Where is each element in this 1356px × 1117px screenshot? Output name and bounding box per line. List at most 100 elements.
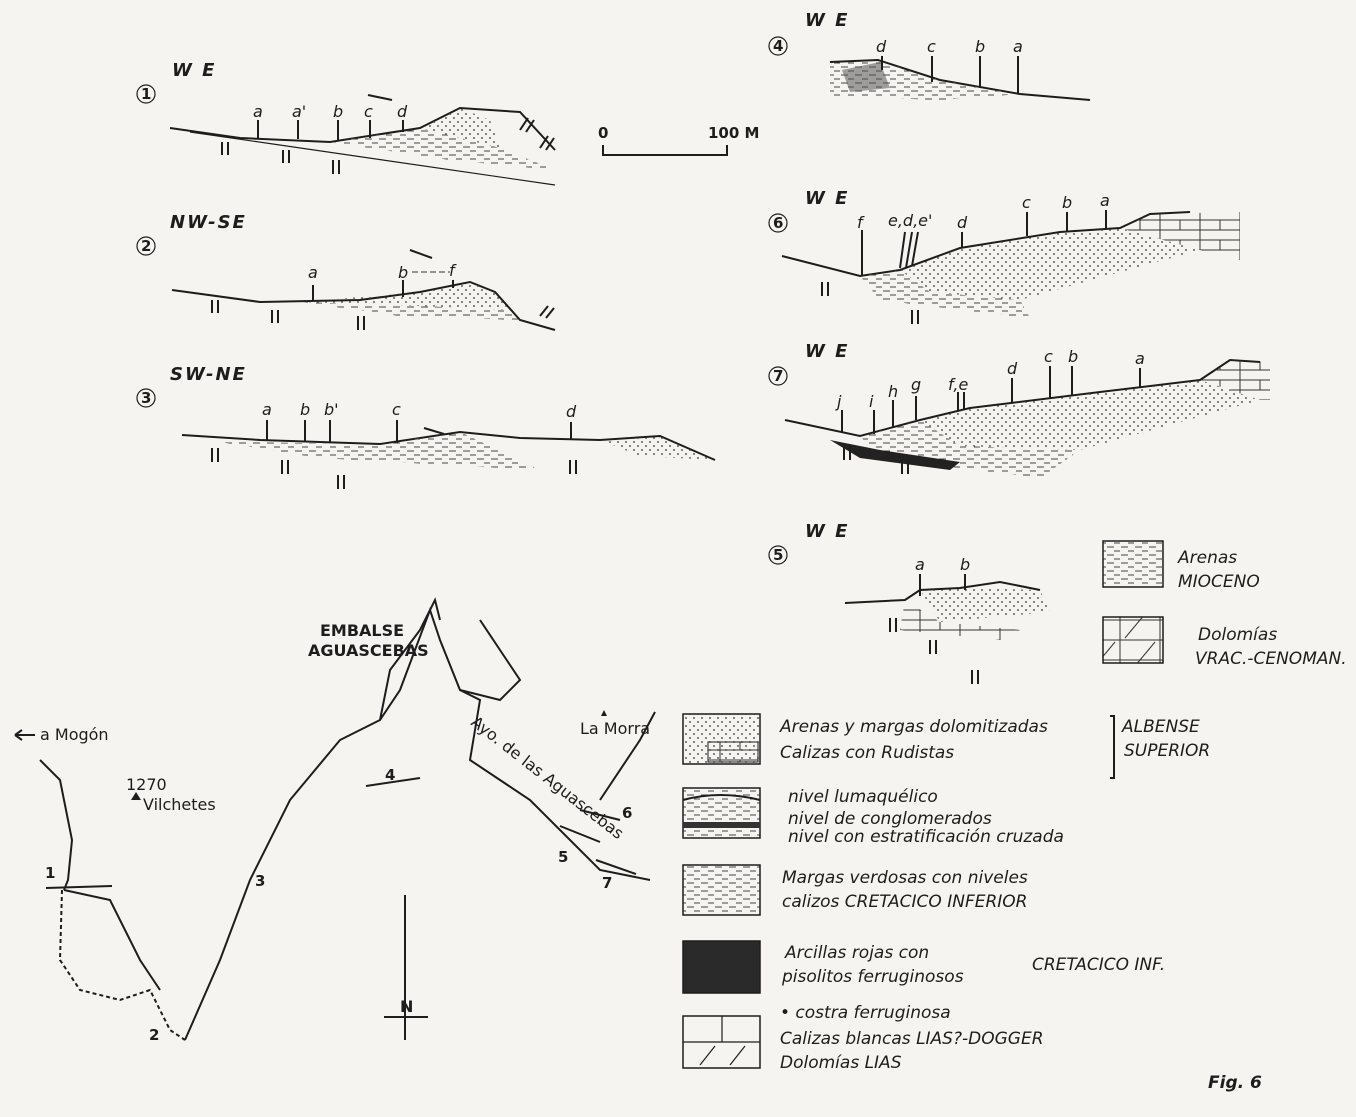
- section-3-sands: [600, 436, 715, 460]
- section-6-number: 6: [773, 214, 783, 232]
- arrow-left-icon: [15, 730, 35, 740]
- legend-dolomias-vrac-line2: VRAC.-CENOMAN.: [1195, 649, 1347, 669]
- legend-arenas-margas-age2: SUPERIOR: [1124, 741, 1210, 761]
- legend-niveles-line3: nivel con estratificación cruzada: [788, 827, 1064, 847]
- section-7-label-h: h: [888, 382, 898, 401]
- section-4: W E 4 d c b a: [769, 10, 1090, 100]
- section-3-label-d: d: [566, 402, 577, 421]
- map-marker-1: 1: [45, 864, 55, 882]
- section-6-label-b: b: [1062, 193, 1072, 212]
- map-marker-4: 4: [385, 766, 395, 784]
- map-reservoir-west: [380, 600, 440, 720]
- section-1-orientation: W E: [172, 60, 216, 81]
- section-1-label-c: c: [364, 102, 373, 121]
- map-reservoir-line-2: AGUASCEBAS: [308, 641, 429, 660]
- legend-calizas-line3: Dolomías LIAS: [780, 1053, 902, 1073]
- location-map: a Mogón 1270 Vilchetes La Morra EMBALSE …: [15, 600, 655, 1044]
- section-1-marls: [330, 128, 555, 170]
- section-2: NW-SE 2 a b f: [137, 212, 555, 330]
- figure-label: Fig. 6: [1208, 1073, 1262, 1093]
- section-6-sands: [900, 228, 1200, 300]
- section-2-label-a: a: [308, 263, 318, 282]
- map-main-stream: [185, 610, 650, 1040]
- legend-arenas-mioceno-line1: Arenas: [1177, 548, 1237, 568]
- map-marker-6: 6: [622, 804, 632, 822]
- section-5-orientation: W E: [805, 521, 849, 542]
- section-6-label-e-d-e: e,d,e': [888, 211, 932, 230]
- legend-arcillas-rojas-line2: pisolitos ferruginosos: [781, 967, 964, 987]
- map-peak-name: Vilchetes: [143, 795, 216, 814]
- section-3: SW-NE 3 a b b' c d: [137, 364, 715, 489]
- map-hill-name: La Morra: [580, 719, 650, 738]
- section-3-arrow: [424, 428, 444, 434]
- legend-arcillas-rojas-age: CRETACICO INF.: [1032, 955, 1165, 975]
- section-5-label-a: a: [915, 555, 925, 574]
- section-6-orientation: W E: [805, 188, 849, 209]
- section-1-number: 1: [141, 85, 151, 103]
- legend: Arenas MIOCENO Dolomías VRAC.-CENOMAN. A…: [683, 541, 1347, 1093]
- section-3-label-b: b: [300, 400, 310, 419]
- section-7-sands: [920, 380, 1260, 450]
- legend-calizas-line1: • costra ferruginosa: [780, 1003, 951, 1023]
- scale-bar-line: [603, 145, 727, 155]
- section-1-label-a-prime: a': [292, 102, 306, 121]
- section-2-number: 2: [141, 237, 151, 255]
- section-7-label-c: c: [1044, 347, 1053, 366]
- section-6-label-d: d: [957, 213, 968, 232]
- scale-bar: 0 100 M: [598, 124, 759, 155]
- map-peak-elevation: 1270: [126, 775, 167, 794]
- hill-triangle-icon: [601, 710, 607, 716]
- legend-calizas-line2: Calizas blancas LIAS?-DOGGER: [780, 1029, 1044, 1049]
- legend-swatch-arcillas-rojas: [683, 941, 760, 993]
- section-6-label-f: f: [857, 213, 865, 232]
- section-4-label-b: b: [975, 37, 985, 56]
- scale-bar-start: 0: [598, 124, 608, 142]
- section-1: W E 1 a a' b c d: [137, 60, 555, 185]
- legend-margas-verdosas-line1: Margas verdosas con niveles: [782, 868, 1028, 888]
- map-marker-3: 3: [255, 872, 265, 890]
- section-7-number: 7: [773, 367, 783, 385]
- map-marker-7: 7: [602, 874, 612, 892]
- legend-swatch-rudistas: [708, 742, 758, 762]
- section-5: W E 5 a b: [769, 521, 1050, 684]
- section-4-label-c: c: [927, 37, 936, 56]
- legend-arenas-margas-age1: ALBENSE: [1121, 717, 1200, 737]
- section-1-arrow: [368, 95, 392, 100]
- section-2-arrow: [410, 250, 432, 258]
- section-7: W E 7 j i h g f,e d c b a: [769, 341, 1270, 478]
- section-2-orientation: NW-SE: [170, 212, 247, 233]
- map-north-label: N: [400, 997, 413, 1016]
- legend-niveles-line2: nivel de conglomerados: [788, 809, 992, 829]
- map-reservoir-east: [460, 620, 520, 700]
- legend-swatch-margas-verdosas: [683, 865, 760, 915]
- map-section-1-line: [46, 886, 112, 888]
- section-7-label-j: j: [835, 392, 842, 411]
- section-3-label-a: a: [262, 400, 272, 419]
- legend-margas-verdosas-line2: calizos CRETACICO INFERIOR: [782, 892, 1027, 912]
- section-2-label-f: f: [449, 261, 457, 280]
- map-track-south: [60, 890, 185, 1040]
- section-6-label-a: a: [1100, 191, 1110, 210]
- section-7-label-i: i: [869, 392, 874, 411]
- legend-niveles-line1: nivel lumaquélico: [788, 787, 938, 807]
- section-4-label-d: d: [876, 37, 887, 56]
- section-7-label-f-e: f,e: [948, 375, 968, 394]
- legend-calizas-dolomias-pattern: [683, 1016, 760, 1065]
- section-2-label-b: b: [398, 263, 408, 282]
- section-3-label-c: c: [392, 400, 401, 419]
- section-7-label-g: g: [911, 375, 921, 394]
- legend-arcillas-rojas-line1: Arcillas rojas con: [784, 943, 929, 963]
- map-section-5-line: [560, 826, 600, 842]
- map-section-7-line: [596, 860, 636, 874]
- map-river-1: [64, 890, 160, 990]
- legend-arenas-mioceno-line2: MIOCENO: [1178, 572, 1260, 592]
- section-6: W E 6 f e,d,e' d c b a: [769, 188, 1240, 324]
- scale-bar-end: 100 M: [708, 124, 759, 142]
- section-7-orientation: W E: [805, 341, 849, 362]
- map-marker-5: 5: [558, 848, 568, 866]
- legend-dolomias-vrac-line1: Dolomías: [1198, 625, 1277, 645]
- section-4-label-a: a: [1013, 37, 1023, 56]
- legend-bracket: [1110, 716, 1114, 778]
